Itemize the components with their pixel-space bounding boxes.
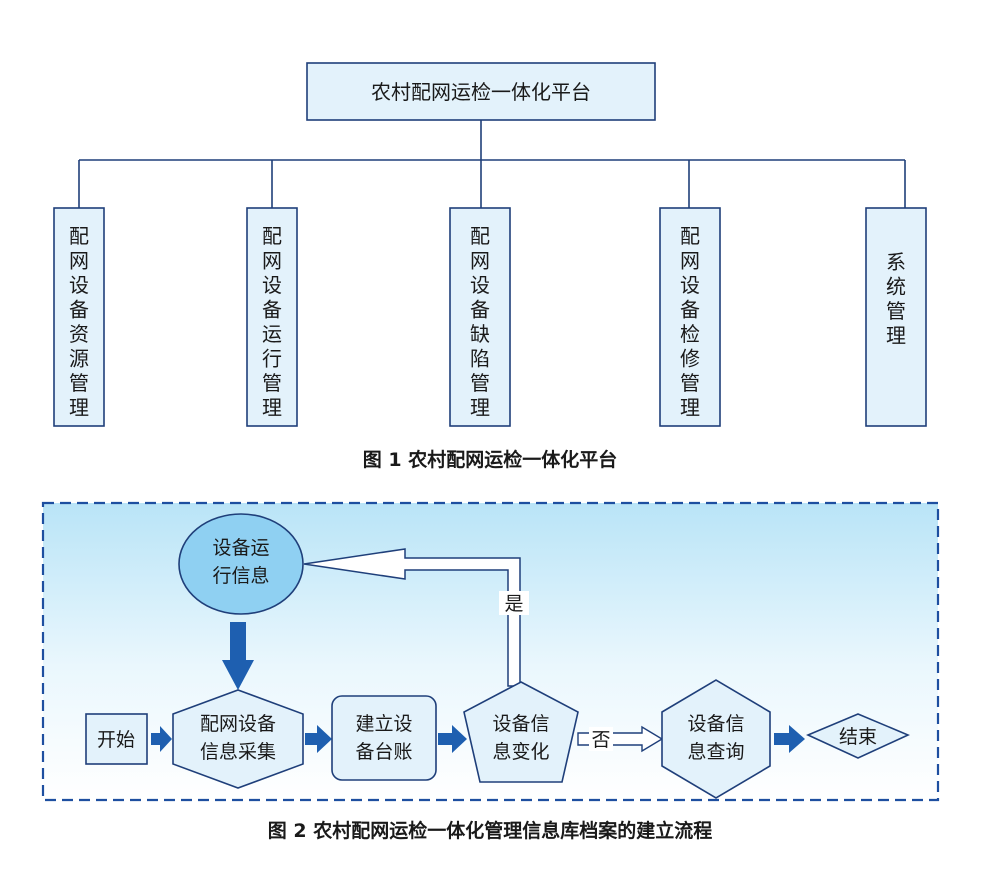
module-2-label: 配网设备运行管理 xyxy=(262,224,282,420)
ledger-label-2: 备台账 xyxy=(355,741,412,763)
figure2-caption: 图 2 农村配网运检一体化管理信息库档案的建立流程 xyxy=(268,819,712,842)
query-label-2: 息查询 xyxy=(687,741,744,763)
module-5: 系统管理 xyxy=(865,207,927,427)
collect-node: 配网设备 信息采集 xyxy=(172,689,304,789)
figure1-caption: 图 1 农村配网运检一体化平台 xyxy=(363,448,617,471)
query-node: 设备信 息查询 xyxy=(661,679,771,799)
end-node: 结束 xyxy=(806,713,910,759)
no-label-bg xyxy=(589,727,613,751)
arrow-query-to-end xyxy=(774,725,805,753)
collect-label-1: 配网设备 xyxy=(200,713,276,735)
figure1-tree xyxy=(78,120,906,208)
root-node: 农村配网运检一体化平台 xyxy=(306,62,656,121)
module-4-label: 配网设备检修管理 xyxy=(680,224,700,420)
run-info-node: 设备运 行信息 xyxy=(178,513,304,615)
change-label-1: 设备信 xyxy=(492,713,549,735)
end-label: 结束 xyxy=(839,726,877,748)
ledger-node: 建立设 备台账 xyxy=(331,695,437,781)
arrow-ledger-to-change xyxy=(438,725,467,753)
start-label: 开始 xyxy=(97,729,135,751)
arrow-info-to-collect xyxy=(222,622,254,690)
change-label-2: 息变化 xyxy=(492,741,549,763)
collect-label-2: 信息采集 xyxy=(200,741,276,763)
yes-label-bg xyxy=(499,591,529,615)
run-info-label-1: 设备运 xyxy=(212,537,269,559)
module-3: 配网设备缺陷管理 xyxy=(449,207,511,427)
module-5-label: 系统管理 xyxy=(886,250,906,348)
module-3-label: 配网设备缺陷管理 xyxy=(470,224,490,420)
module-1: 配网设备资源管理 xyxy=(53,207,105,427)
module-1-label: 配网设备资源管理 xyxy=(69,224,89,420)
module-4: 配网设备检修管理 xyxy=(659,207,721,427)
arrow-collect-to-ledger xyxy=(305,725,332,753)
start-node: 开始 xyxy=(85,713,148,765)
yes-label: 是 xyxy=(504,593,523,615)
ledger-label-1: 建立设 xyxy=(355,713,412,735)
change-node: 设备信 息变化 xyxy=(463,681,579,783)
module-2: 配网设备运行管理 xyxy=(246,207,298,427)
root-label: 农村配网运检一体化平台 xyxy=(371,80,591,104)
run-info-label-2: 行信息 xyxy=(212,565,269,587)
query-label-1: 设备信 xyxy=(687,713,744,735)
no-label: 否 xyxy=(591,729,610,751)
arrow-start-to-collect xyxy=(151,726,172,752)
